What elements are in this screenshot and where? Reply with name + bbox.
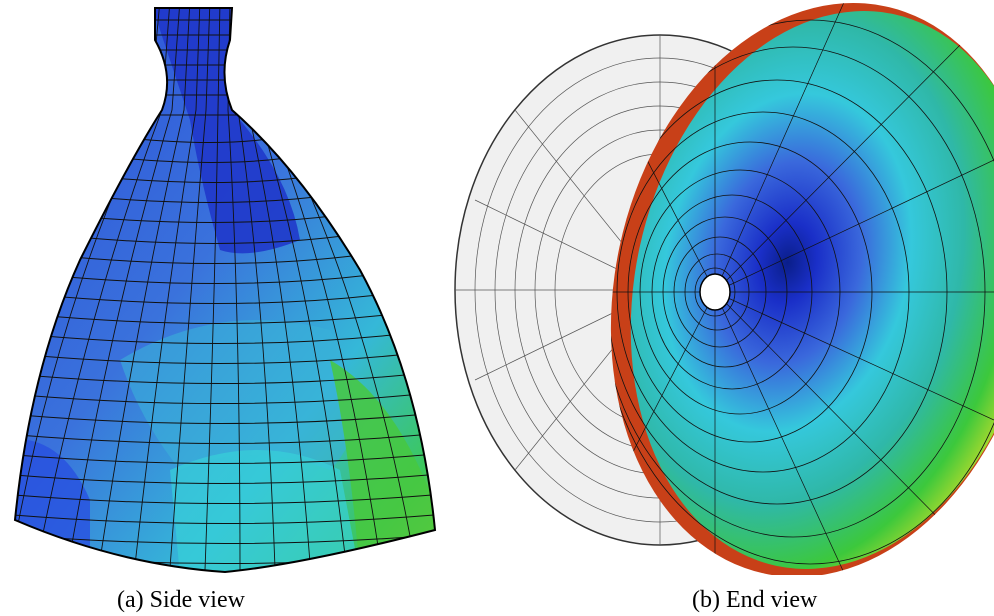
side-view-panel (0, 0, 450, 575)
caption-end-view: (b) End view (692, 587, 818, 613)
deformed-shell (559, 0, 994, 575)
end-view-panel (445, 0, 994, 575)
nozzle-outline (13, 7, 437, 574)
nozzle-throat-hole (699, 273, 731, 311)
end-view-figure (454, 0, 994, 575)
side-view-figure (13, 7, 437, 574)
mesh-rings (15, 19, 435, 564)
caption-side-view: (a) Side view (117, 587, 245, 613)
